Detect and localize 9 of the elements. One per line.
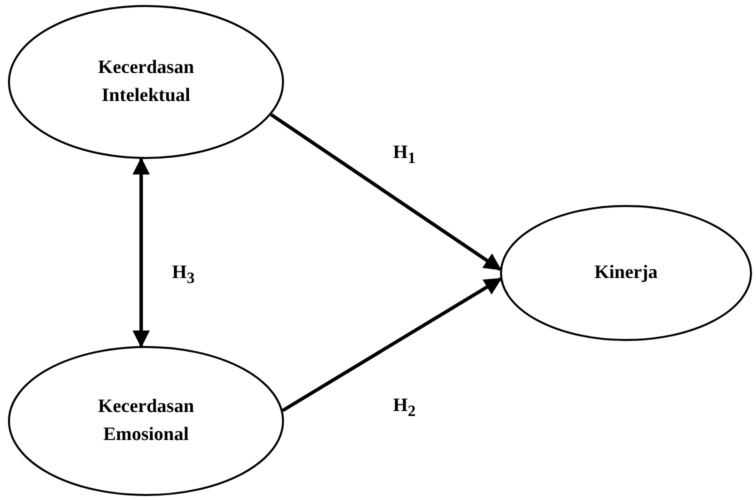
- node-label: Kinerja: [594, 261, 658, 286]
- edge-label: H$_{2}$: [393, 395, 416, 421]
- edge-label: H$_{1}$: [393, 142, 416, 168]
- arrow: [282, 277, 502, 412]
- node-label: Kecerdasan Emosional: [96, 395, 196, 447]
- node-label: Kecerdasan Intelektual: [96, 56, 196, 108]
- edge-label: H$_{3}$: [172, 262, 195, 288]
- arrow: [132, 157, 150, 348]
- arrow: [270, 113, 502, 271]
